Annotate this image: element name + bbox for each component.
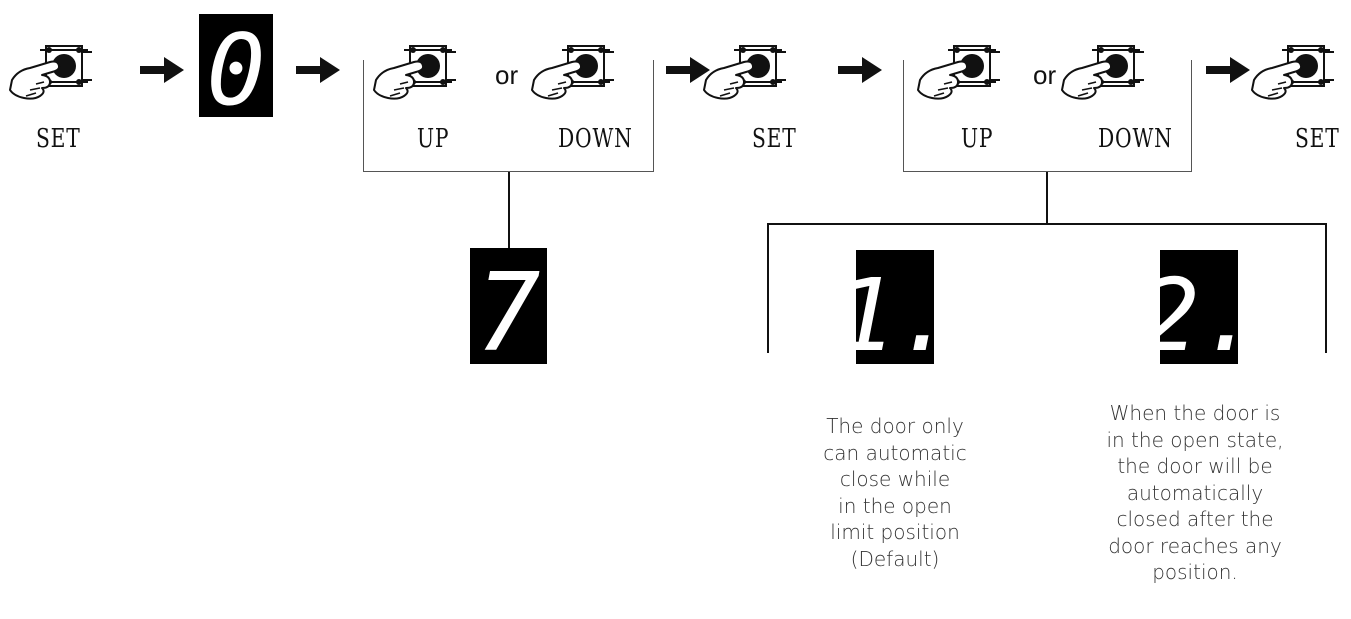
set-label-3: SET	[1295, 124, 1340, 154]
group-2-bottom-border	[903, 171, 1192, 172]
digit-option-1-text: 1.	[856, 257, 934, 364]
option-1-line: (Default)	[850, 546, 940, 571]
right-arrow-icon	[140, 57, 184, 83]
hand-press-button-icon	[370, 40, 466, 102]
digit-display-function: 7	[470, 248, 547, 364]
option-2-line: position.	[1152, 560, 1238, 584]
connector-group-2-bar	[767, 223, 1327, 225]
down-label-2: DOWN	[1098, 124, 1173, 154]
group-2-left-border	[903, 60, 904, 172]
connector-group-1	[508, 172, 510, 248]
set-button-2	[700, 40, 796, 102]
option-1-line: The door only	[826, 414, 964, 438]
option-2-line: door reaches any	[1108, 533, 1282, 558]
digit-option-2-text: 2.	[1160, 257, 1238, 364]
down-label-1: DOWN	[558, 124, 633, 154]
group-1-left-border	[363, 60, 364, 172]
hand-press-button-icon	[914, 40, 1010, 102]
hand-press-button-icon	[1058, 40, 1154, 102]
group-2-right-border	[1191, 60, 1192, 172]
down-button-1	[528, 40, 624, 102]
hand-press-button-icon	[528, 40, 624, 102]
set-label-2: SET	[752, 124, 797, 154]
option-1-line: limit position	[830, 520, 960, 544]
option-2-line: closed after the	[1116, 507, 1274, 531]
hand-press-button-icon	[700, 40, 796, 102]
or-label-1: or	[495, 60, 519, 90]
digit-display-mode-select: 0	[199, 14, 273, 117]
right-arrow-icon	[838, 57, 882, 83]
option-1-line: can automatic	[823, 440, 967, 465]
option-1-description: The door only can automatic close while …	[800, 413, 990, 572]
option-2-line: the door will be	[1117, 454, 1273, 478]
option-1-line: close while	[839, 467, 951, 491]
set-button-1	[6, 40, 102, 102]
option-2-description: When the door is in the open state, the …	[1090, 400, 1300, 586]
option-2-line: in the open state,	[1106, 427, 1284, 452]
connector-option-2-drop	[1325, 223, 1327, 353]
right-arrow-icon	[296, 57, 340, 83]
digit-display-option-2: 2.	[1160, 250, 1238, 364]
up-label-1: UP	[417, 124, 450, 154]
option-2-line: When the door is	[1109, 401, 1281, 425]
connector-option-1-drop	[767, 223, 769, 353]
set-button-3	[1248, 40, 1351, 102]
connector-group-2-stem	[1046, 172, 1048, 224]
digit-function-text: 7	[475, 251, 540, 364]
set-label-1: SET	[36, 124, 81, 154]
group-1-bottom-border	[363, 171, 654, 172]
hand-press-button-icon	[6, 40, 102, 102]
or-label-2: or	[1033, 60, 1057, 90]
digit-mode-select-text: 0	[206, 14, 265, 117]
group-1-right-border	[653, 60, 654, 172]
down-button-2	[1058, 40, 1154, 102]
up-button-2	[914, 40, 1010, 102]
digit-display-option-1: 1.	[856, 250, 934, 364]
up-button-1	[370, 40, 466, 102]
hand-press-button-icon	[1248, 40, 1344, 102]
up-label-2: UP	[961, 124, 994, 154]
option-1-line: in the open	[838, 493, 952, 518]
option-2-line: automatically	[1126, 480, 1264, 505]
right-arrow-icon	[1206, 57, 1250, 83]
